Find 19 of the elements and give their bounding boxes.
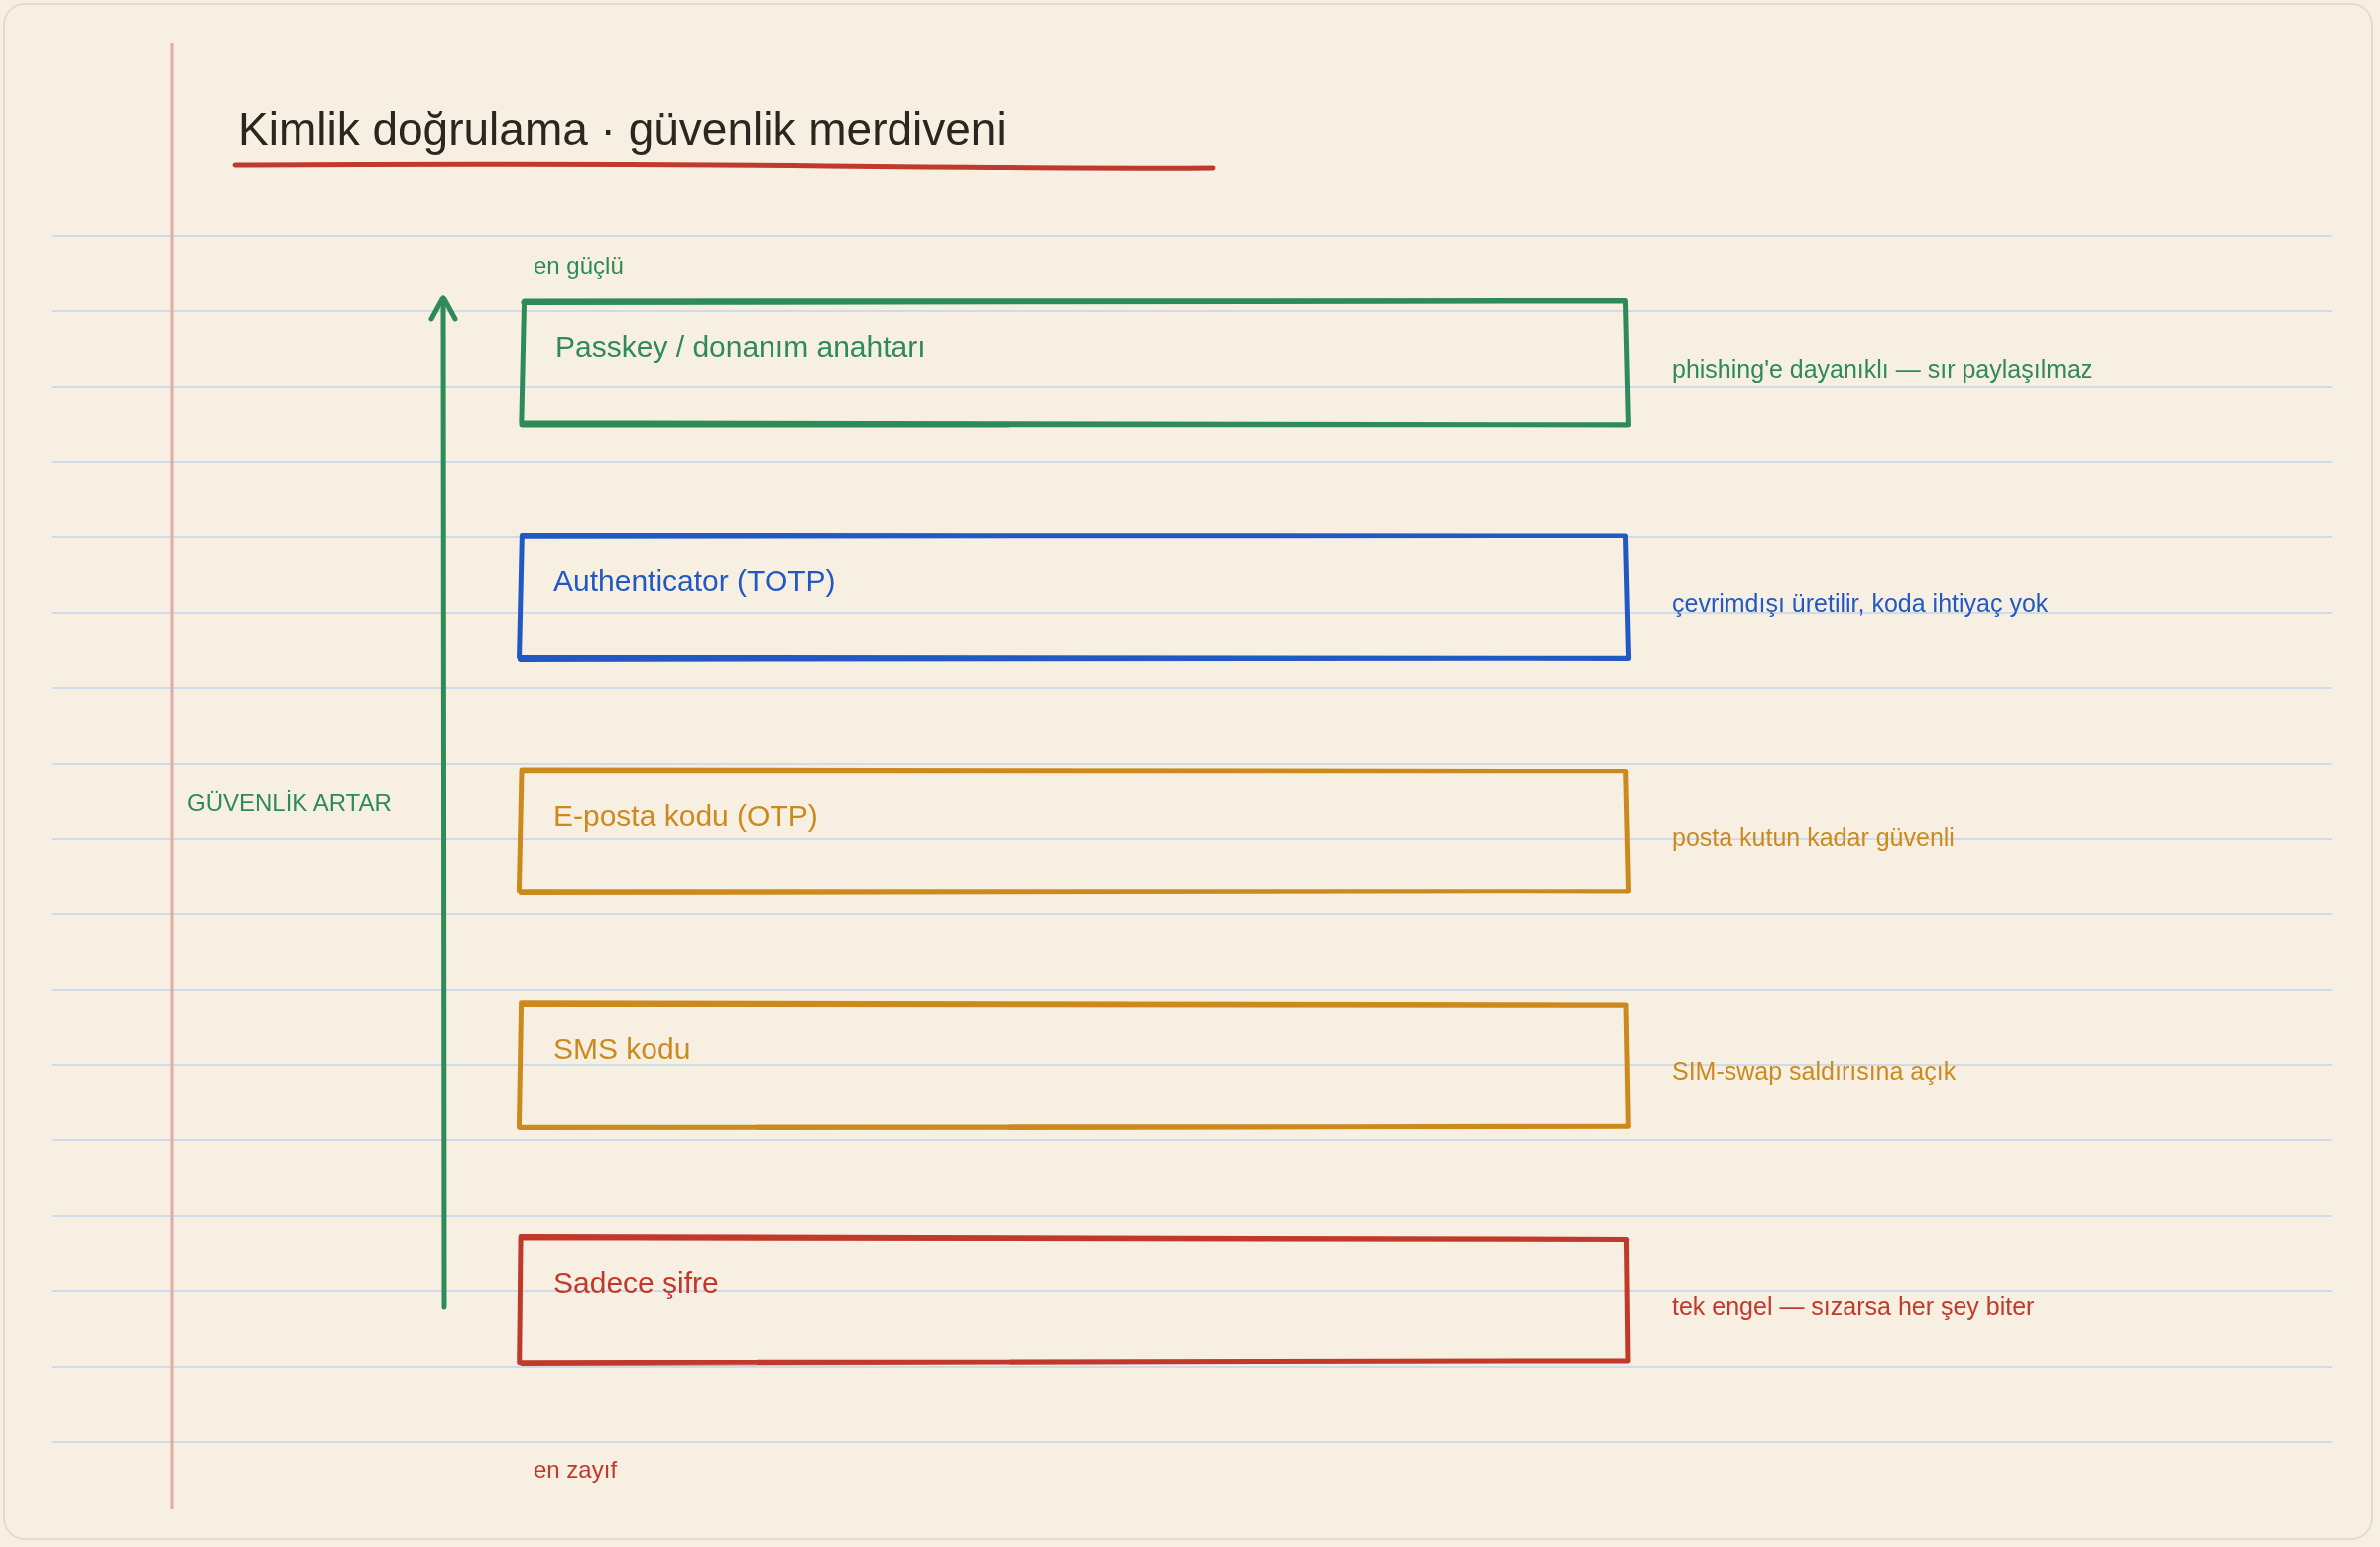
level-note: tek engel — sızarsa her şey biter (1672, 1290, 2035, 1321)
level-label: Authenticator (TOTP) (553, 563, 836, 599)
level-box (516, 531, 1632, 663)
direction-label: GÜVENLİK ARTAR (187, 788, 392, 818)
scale-end-label: en zayıf (534, 1455, 618, 1485)
level-note: posta kutun kadar güvenli (1672, 822, 1955, 852)
level-box (516, 999, 1632, 1131)
level-box (516, 1233, 1632, 1367)
level-label: Passkey / donanım anahtarı (555, 329, 926, 365)
level-label: SMS kodu (553, 1031, 691, 1067)
diagram-title: Kimlik doğrulama · güvenlik merdiveni (238, 102, 1007, 157)
level-box (516, 766, 1632, 896)
level-label: Sadece şifre (553, 1265, 719, 1301)
level-label: E-posta kodu (OTP) (553, 798, 818, 834)
level-note: phishing'e dayanıklı — sır paylaşılmaz (1672, 354, 2093, 384)
level-note: çevrimdışı üretilir, koda ihtiyaç yok (1672, 588, 2049, 618)
level-box (518, 297, 1632, 429)
scale-end-label: en güçlü (534, 251, 624, 281)
level-note: SIM-swap saldırısına açık (1672, 1056, 1957, 1086)
